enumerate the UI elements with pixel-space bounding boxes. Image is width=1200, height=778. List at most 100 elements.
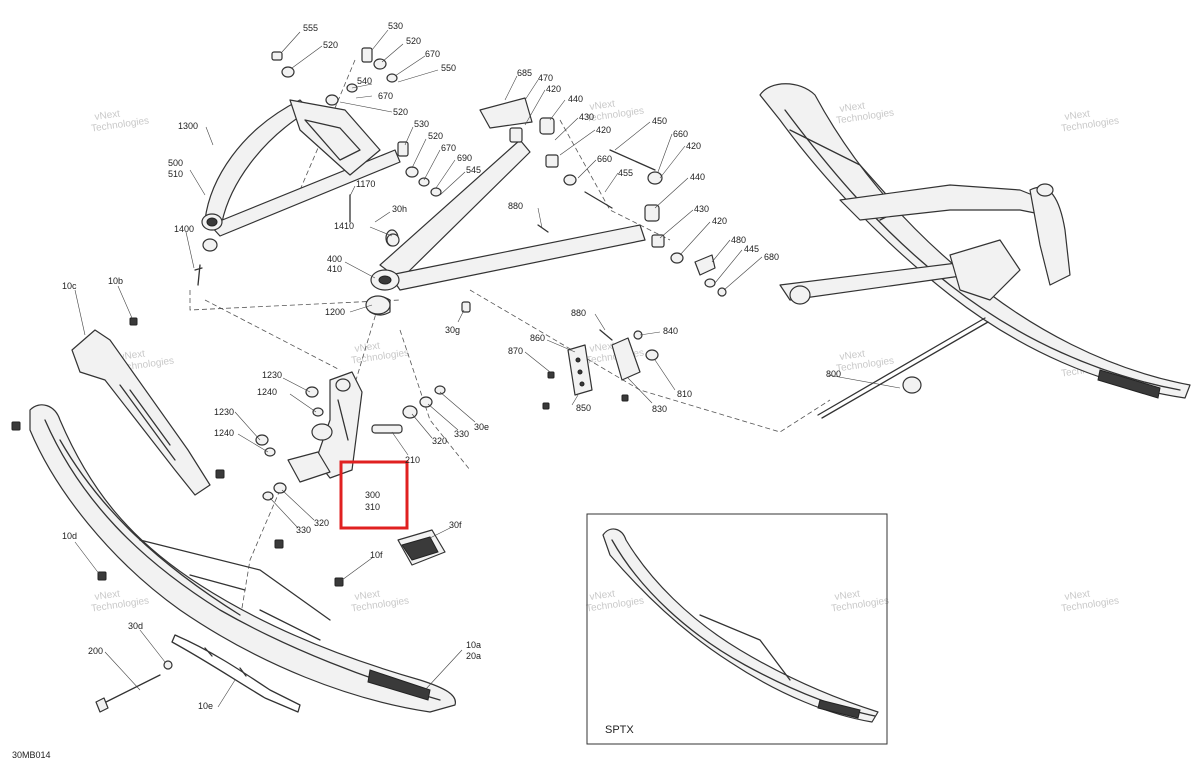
callout-label: 10b (108, 276, 123, 286)
callout-label: 1300 (178, 121, 198, 131)
callout-label: 555 (303, 23, 318, 33)
main-ski (11, 404, 456, 713)
watermark-line-1: vNext (1064, 108, 1091, 122)
callout-label: 200 (88, 646, 103, 656)
callout-label: 1230 (214, 407, 234, 417)
callout-label: 420 (686, 141, 701, 151)
callout-label: 480 (731, 235, 746, 245)
callout-label: 30f (449, 520, 462, 530)
spindle-hardware (255, 385, 446, 587)
callout-label: 800 (826, 369, 841, 379)
callout-label: 430 (694, 204, 709, 214)
callout-label: 420 (712, 216, 727, 226)
highlight-box: 300 310 (339, 460, 409, 530)
inset-label: SPTX (605, 724, 634, 736)
watermark-line-1: vNext (589, 98, 616, 112)
upper-a-arm (194, 99, 401, 286)
callout-label: 30h (392, 204, 407, 214)
hardware-parts (129, 47, 727, 326)
callout-label: 10a (466, 640, 481, 650)
callout-label: 400 (327, 254, 342, 264)
callout-label: 545 (466, 165, 481, 175)
ski-spindle (287, 371, 363, 483)
callout-label: 455 (618, 168, 633, 178)
ski-handle (71, 329, 225, 496)
assembly-guide-lines (189, 59, 831, 621)
watermark: vNext Technologies (90, 588, 149, 614)
callout-label: 670 (378, 91, 393, 101)
callout-label: 410 (327, 264, 342, 274)
callout-label: 10e (198, 701, 213, 711)
watermark: vNext Technologies (90, 108, 149, 134)
callout-label: 550 (441, 63, 456, 73)
callout-label: 30e (474, 422, 489, 432)
callout-label: 500 (168, 158, 183, 168)
callout-label: 840 (663, 326, 678, 336)
inset-sptx: SPTX (586, 513, 888, 745)
watermark-line-1: vNext (839, 100, 866, 114)
callout-label: 445 (744, 244, 759, 254)
inset-frame (586, 513, 888, 745)
watermark-line-1: vNext (94, 588, 121, 602)
callout-label: 1410 (334, 221, 354, 231)
leader-lines (74, 29, 901, 708)
callout-label: 670 (441, 143, 456, 153)
callout-label: 685 (517, 68, 532, 78)
callout-label: 440 (568, 94, 583, 104)
assembled-ski-view (759, 83, 1191, 419)
callout-label: 1400 (174, 224, 194, 234)
callout-labels: 555 520 530 520 540 670 550 670 520 530 … (62, 21, 841, 711)
callout-label: 440 (690, 172, 705, 182)
callout-label: 30g (445, 325, 460, 335)
callout-label: 1170 (356, 179, 375, 189)
diagram-code: 30MB014 (12, 750, 51, 760)
highlight-label-310: 310 (365, 502, 380, 512)
callout-label: 20a (466, 651, 481, 661)
ski-runner (171, 634, 301, 713)
callout-label: 850 (576, 403, 591, 413)
callout-label: 510 (168, 169, 183, 179)
callout-label: 660 (597, 154, 612, 164)
callout-label: 30d (128, 621, 143, 631)
watermark-line-1: vNext (589, 588, 616, 602)
callout-label: 10c (62, 281, 77, 291)
callout-label: 1230 (262, 370, 282, 380)
callout-label: 880 (571, 308, 586, 318)
watermark: vNext Technologies (1060, 108, 1119, 134)
callout-label: 1240 (257, 387, 277, 397)
watermark-line-1: vNext (94, 108, 121, 122)
callout-label: 830 (652, 404, 667, 414)
watermark-line-1: vNext (589, 340, 616, 354)
highlight-rectangle (339, 460, 409, 530)
callout-label: 430 (579, 112, 594, 122)
callout-label: 10d (62, 531, 77, 541)
watermark-line-1: vNext (354, 340, 381, 354)
callout-label: 1200 (325, 307, 345, 317)
callout-label: 1240 (214, 428, 234, 438)
callout-label: 540 (357, 76, 372, 86)
ski-bolt (95, 660, 173, 713)
callout-label: 420 (596, 125, 611, 135)
callout-label: 680 (764, 252, 779, 262)
callout-label: 880 (508, 201, 523, 211)
watermark: vNext Technologies (350, 340, 409, 366)
callout-label: 420 (546, 84, 561, 94)
watermark-line-1: vNext (839, 348, 866, 362)
callout-label: 860 (530, 333, 545, 343)
lower-a-arm (369, 139, 646, 316)
watermark: vNext Technologies (1060, 588, 1119, 614)
watermark: vNext Technologies (835, 348, 894, 374)
callout-label: 660 (673, 129, 688, 139)
callout-label: 670 (425, 49, 440, 59)
watermark-line-1: vNext (1064, 588, 1091, 602)
callout-label: 320 (314, 518, 329, 528)
callout-label: 330 (454, 429, 469, 439)
callout-label: 520 (393, 107, 408, 117)
watermark-line-1: vNext (834, 588, 861, 602)
watermark-line-1: vNext (119, 348, 146, 362)
callout-label: 690 (457, 153, 472, 163)
watermark-line-1: vNext (354, 588, 381, 602)
callout-label: 530 (388, 21, 403, 31)
callout-label: 530 (414, 119, 429, 129)
